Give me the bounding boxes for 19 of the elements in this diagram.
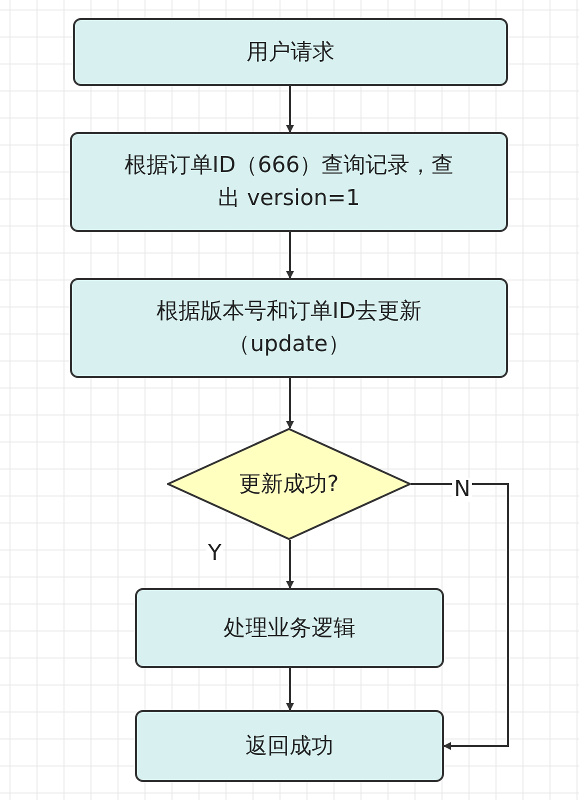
process-box (70, 132, 508, 232)
node-text: 处理业务逻辑 (224, 614, 356, 642)
arrow (286, 540, 294, 589)
arrow (411, 483, 509, 750)
decision-diamond (167, 428, 411, 540)
process-box (73, 18, 508, 86)
node-text: 根据版本号和订单ID去更新（update） (155, 298, 423, 359)
node-text: 更新成功? (239, 470, 339, 498)
node-text: 用户请求 (246, 38, 334, 66)
process-box (70, 278, 508, 378)
arrow (286, 232, 294, 279)
process-box (135, 710, 444, 782)
process-box (135, 588, 444, 668)
edge-label: N (452, 478, 472, 502)
node-text: 返回成功 (246, 732, 334, 760)
arrow (286, 668, 294, 711)
arrow (286, 378, 294, 429)
arrow (286, 86, 294, 133)
node-text: 根据订单ID（666）查询记录，查出 version=1 (123, 152, 455, 213)
